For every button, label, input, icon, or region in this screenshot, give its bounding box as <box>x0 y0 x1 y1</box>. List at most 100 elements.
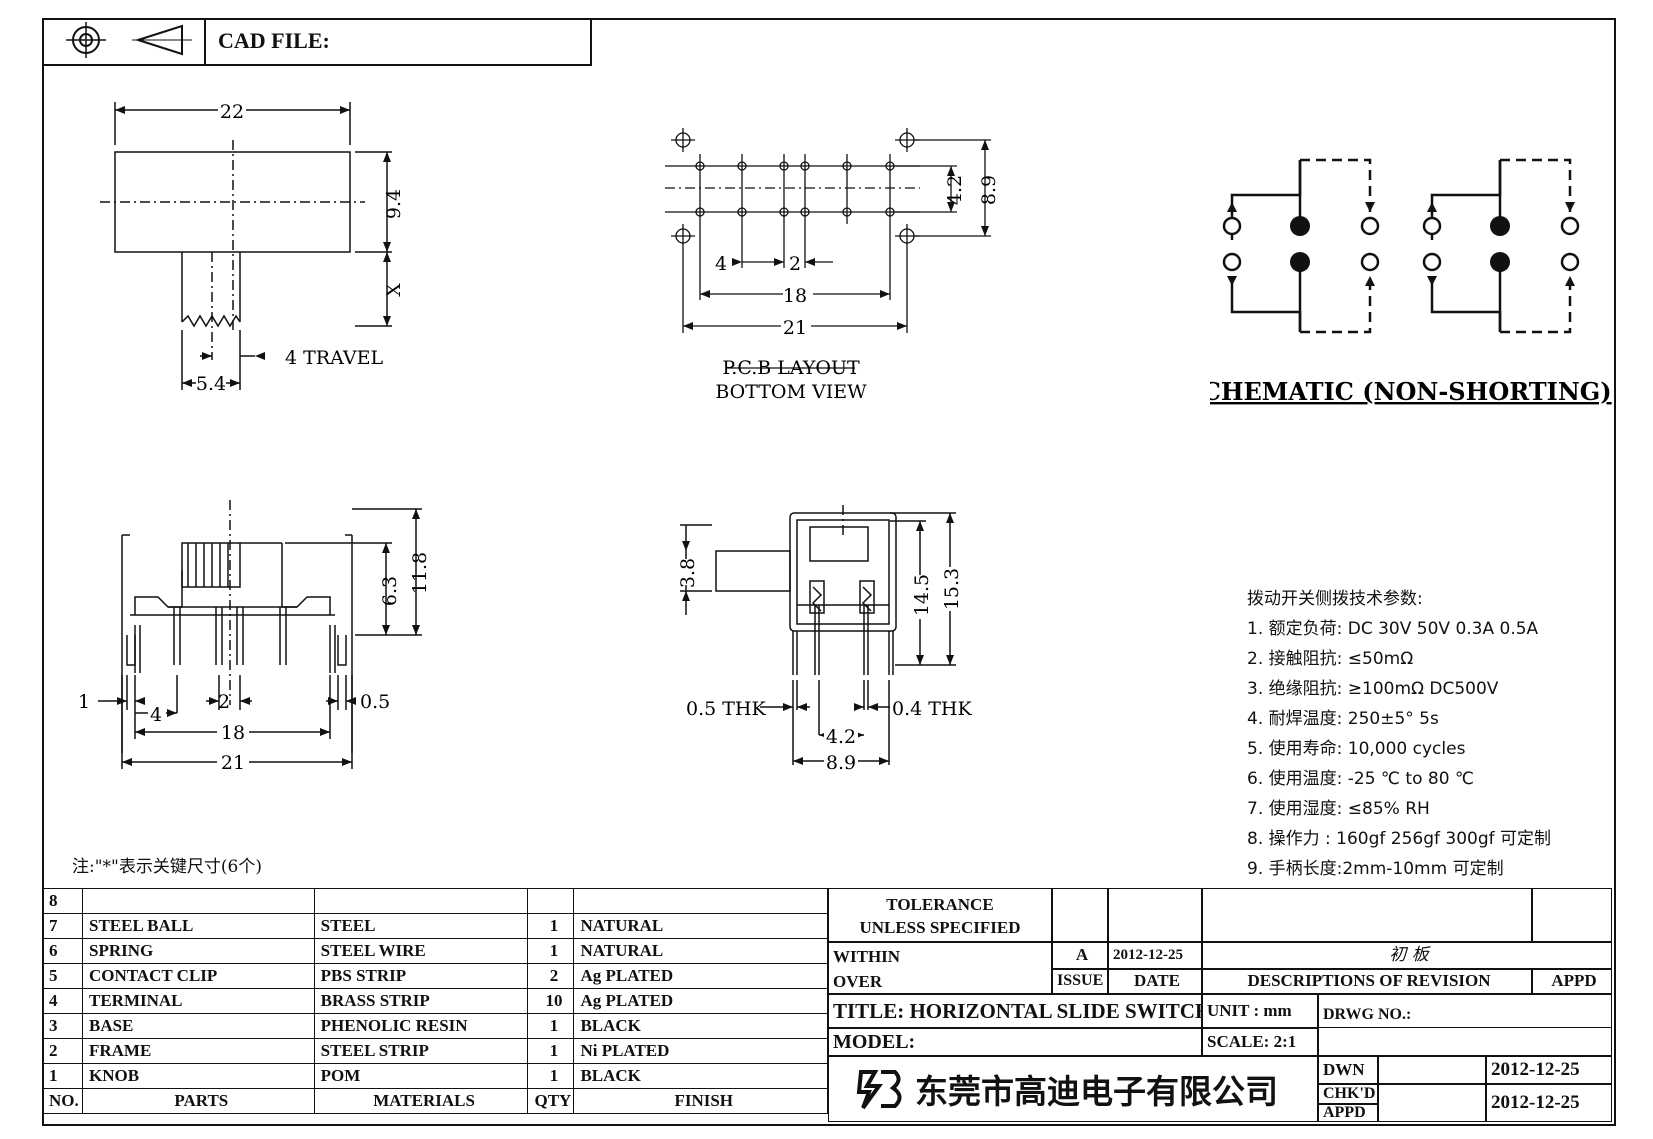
spec-item: 1. 额定负荷: DC 30V 50V 0.3A 0.5A <box>1247 619 1539 639</box>
pcb-width-21: 21 <box>783 317 807 339</box>
knob-width-dim: 5.4 <box>196 373 226 395</box>
table-cell: STEEL <box>313 913 529 939</box>
unit-label: UNIT : mm <box>1202 994 1318 1028</box>
projection-symbol-cell <box>42 18 206 66</box>
table-cell: 2 <box>42 1038 83 1064</box>
spec-item: 8. 操作力 : 160gf 256gf 300gf 可定制 <box>1247 829 1552 849</box>
front-dim-1: 1 <box>78 691 90 713</box>
pcb-pitch-4: 4 <box>715 253 727 275</box>
approved-label: APPD <box>1532 969 1612 994</box>
table-cell: 7 <box>42 913 83 939</box>
front-height-118: 11.8 <box>409 552 431 594</box>
side-view: 3.8 14.5 15.3 0.5 THK 0.4 THK 4.2 8.9 <box>680 505 972 774</box>
table-cell: CONTACT CLIP <box>81 963 315 989</box>
company-logo-icon <box>856 1070 902 1110</box>
spec-title: 拨动开关侧拨技术参数: <box>1247 589 1423 609</box>
table-cell: 10 <box>527 988 575 1014</box>
cad-file-cell: CAD FILE: <box>204 18 592 66</box>
pcb-caption-2: BOTTOM VIEW <box>715 381 867 403</box>
drawing-number: DRWG NO.: <box>1318 994 1612 1028</box>
company-cell: 东莞市高迪电子有限公司 <box>828 1056 1318 1122</box>
table-cell: 5 <box>42 963 83 989</box>
travel-dim: 4 TRAVEL <box>285 347 383 369</box>
issue-label: ISSUE <box>1052 969 1108 994</box>
front-width-21: 21 <box>221 752 245 774</box>
pcb-width-18: 18 <box>783 285 807 307</box>
table-cell <box>81 888 315 914</box>
table-cell: FRAME <box>81 1038 315 1064</box>
table-cell <box>313 888 529 914</box>
company-name: 东莞市高迪电子有限公司 <box>915 1072 1278 1111</box>
pcb-height-42: 4.2 <box>944 175 966 205</box>
table-cell: KNOB <box>81 1063 315 1089</box>
spec-item: 9. 手柄长度:2mm-10mm 可定制 <box>1247 859 1504 879</box>
front-dim-05: 0.5 <box>360 691 390 713</box>
front-dim-4: 4 <box>150 704 162 726</box>
table-cell: FINISH <box>573 1088 828 1114</box>
side-height-153: 15.3 <box>941 568 963 610</box>
table-cell: 6 <box>42 938 83 964</box>
table-cell: BASE <box>81 1013 315 1039</box>
drawing-frame <box>42 18 1616 1126</box>
checked-label: CHK'D <box>1318 1084 1378 1104</box>
table-cell: BLACK <box>573 1063 828 1089</box>
front-view: 11.8 6.3 1 4 2 0.5 18 21 <box>78 500 431 774</box>
spec-item: 2. 接触阻抗: ≤50mΩ <box>1247 649 1414 669</box>
table-cell: BRASS STRIP <box>313 988 529 1014</box>
table-cell: TERMINAL <box>81 988 315 1014</box>
table-cell: QTY <box>527 1088 575 1114</box>
table-cell <box>527 888 575 914</box>
checked-by <box>1378 1084 1486 1122</box>
table-cell: 8 <box>42 888 83 914</box>
key-dimension-note: 注:"*"表示关键尺寸(6个) <box>72 857 262 877</box>
table-cell: MATERIALS <box>313 1088 529 1114</box>
front-width-18: 18 <box>221 722 245 744</box>
table-cell: PARTS <box>81 1088 315 1114</box>
pcb-layout-view: 4 2 18 21 4.2 8.9 P.C.B LAYOUT BOTTOM VI… <box>665 128 1000 403</box>
spec-item: 6. 使用温度: -25 ℃ to 80 ℃ <box>1247 769 1475 789</box>
date-label: DATE <box>1108 969 1202 994</box>
table-cell: NATURAL <box>573 913 828 939</box>
table-cell: PBS STRIP <box>313 963 529 989</box>
date-cell-blank <box>1108 888 1202 942</box>
table-cell: Ag PLATED <box>573 988 828 1014</box>
table-cell: STEEL WIRE <box>313 938 529 964</box>
top-view: 22 9.4 X 5.4 4 TRAVEL <box>100 98 405 395</box>
rev-description: 初 板 <box>1202 942 1612 969</box>
spec-item: 5. 使用寿命: 10,000 cycles <box>1247 739 1466 759</box>
table-cell <box>573 888 828 914</box>
rev-cell-blank <box>1052 888 1108 942</box>
top-height-dim: 9.4 <box>383 189 405 219</box>
table-cell: BLACK <box>573 1013 828 1039</box>
table-cell: NATURAL <box>573 938 828 964</box>
side-thk-05: 0.5 THK <box>686 698 766 720</box>
table-cell: 1 <box>527 1013 575 1039</box>
side-width-42: 4.2 <box>826 726 856 748</box>
table-cell: 2 <box>527 963 575 989</box>
table-cell: SPRING <box>81 938 315 964</box>
approved-by-label: APPD <box>1318 1104 1378 1122</box>
pcb-caption-1: P.C.B LAYOUT <box>722 357 860 379</box>
drawn-date: 2012-12-25 <box>1486 1056 1612 1084</box>
cad-file-label: CAD FILE: <box>218 28 330 53</box>
scale-label: SCALE: 2:1 <box>1202 1028 1318 1056</box>
schematic-caption: SCHEMATIC (NON-SHORTING) <box>1210 377 1612 406</box>
table-cell: Ni PLATED <box>573 1038 828 1064</box>
drawn-label: DWN <box>1318 1056 1378 1084</box>
side-width-89: 8.9 <box>826 752 856 774</box>
drawing-title: TITLE: HORIZONTAL SLIDE SWITCH <box>828 994 1202 1028</box>
spec-item: 3. 绝缘阻抗: ≥100mΩ DC500V <box>1247 679 1499 699</box>
table-cell: STEEL STRIP <box>313 1038 529 1064</box>
projection-icon <box>66 22 192 58</box>
table-cell: NO. <box>42 1088 83 1114</box>
rev-date: 2012-12-25 <box>1108 942 1202 969</box>
checked-date: 2012-12-25 <box>1486 1084 1612 1122</box>
